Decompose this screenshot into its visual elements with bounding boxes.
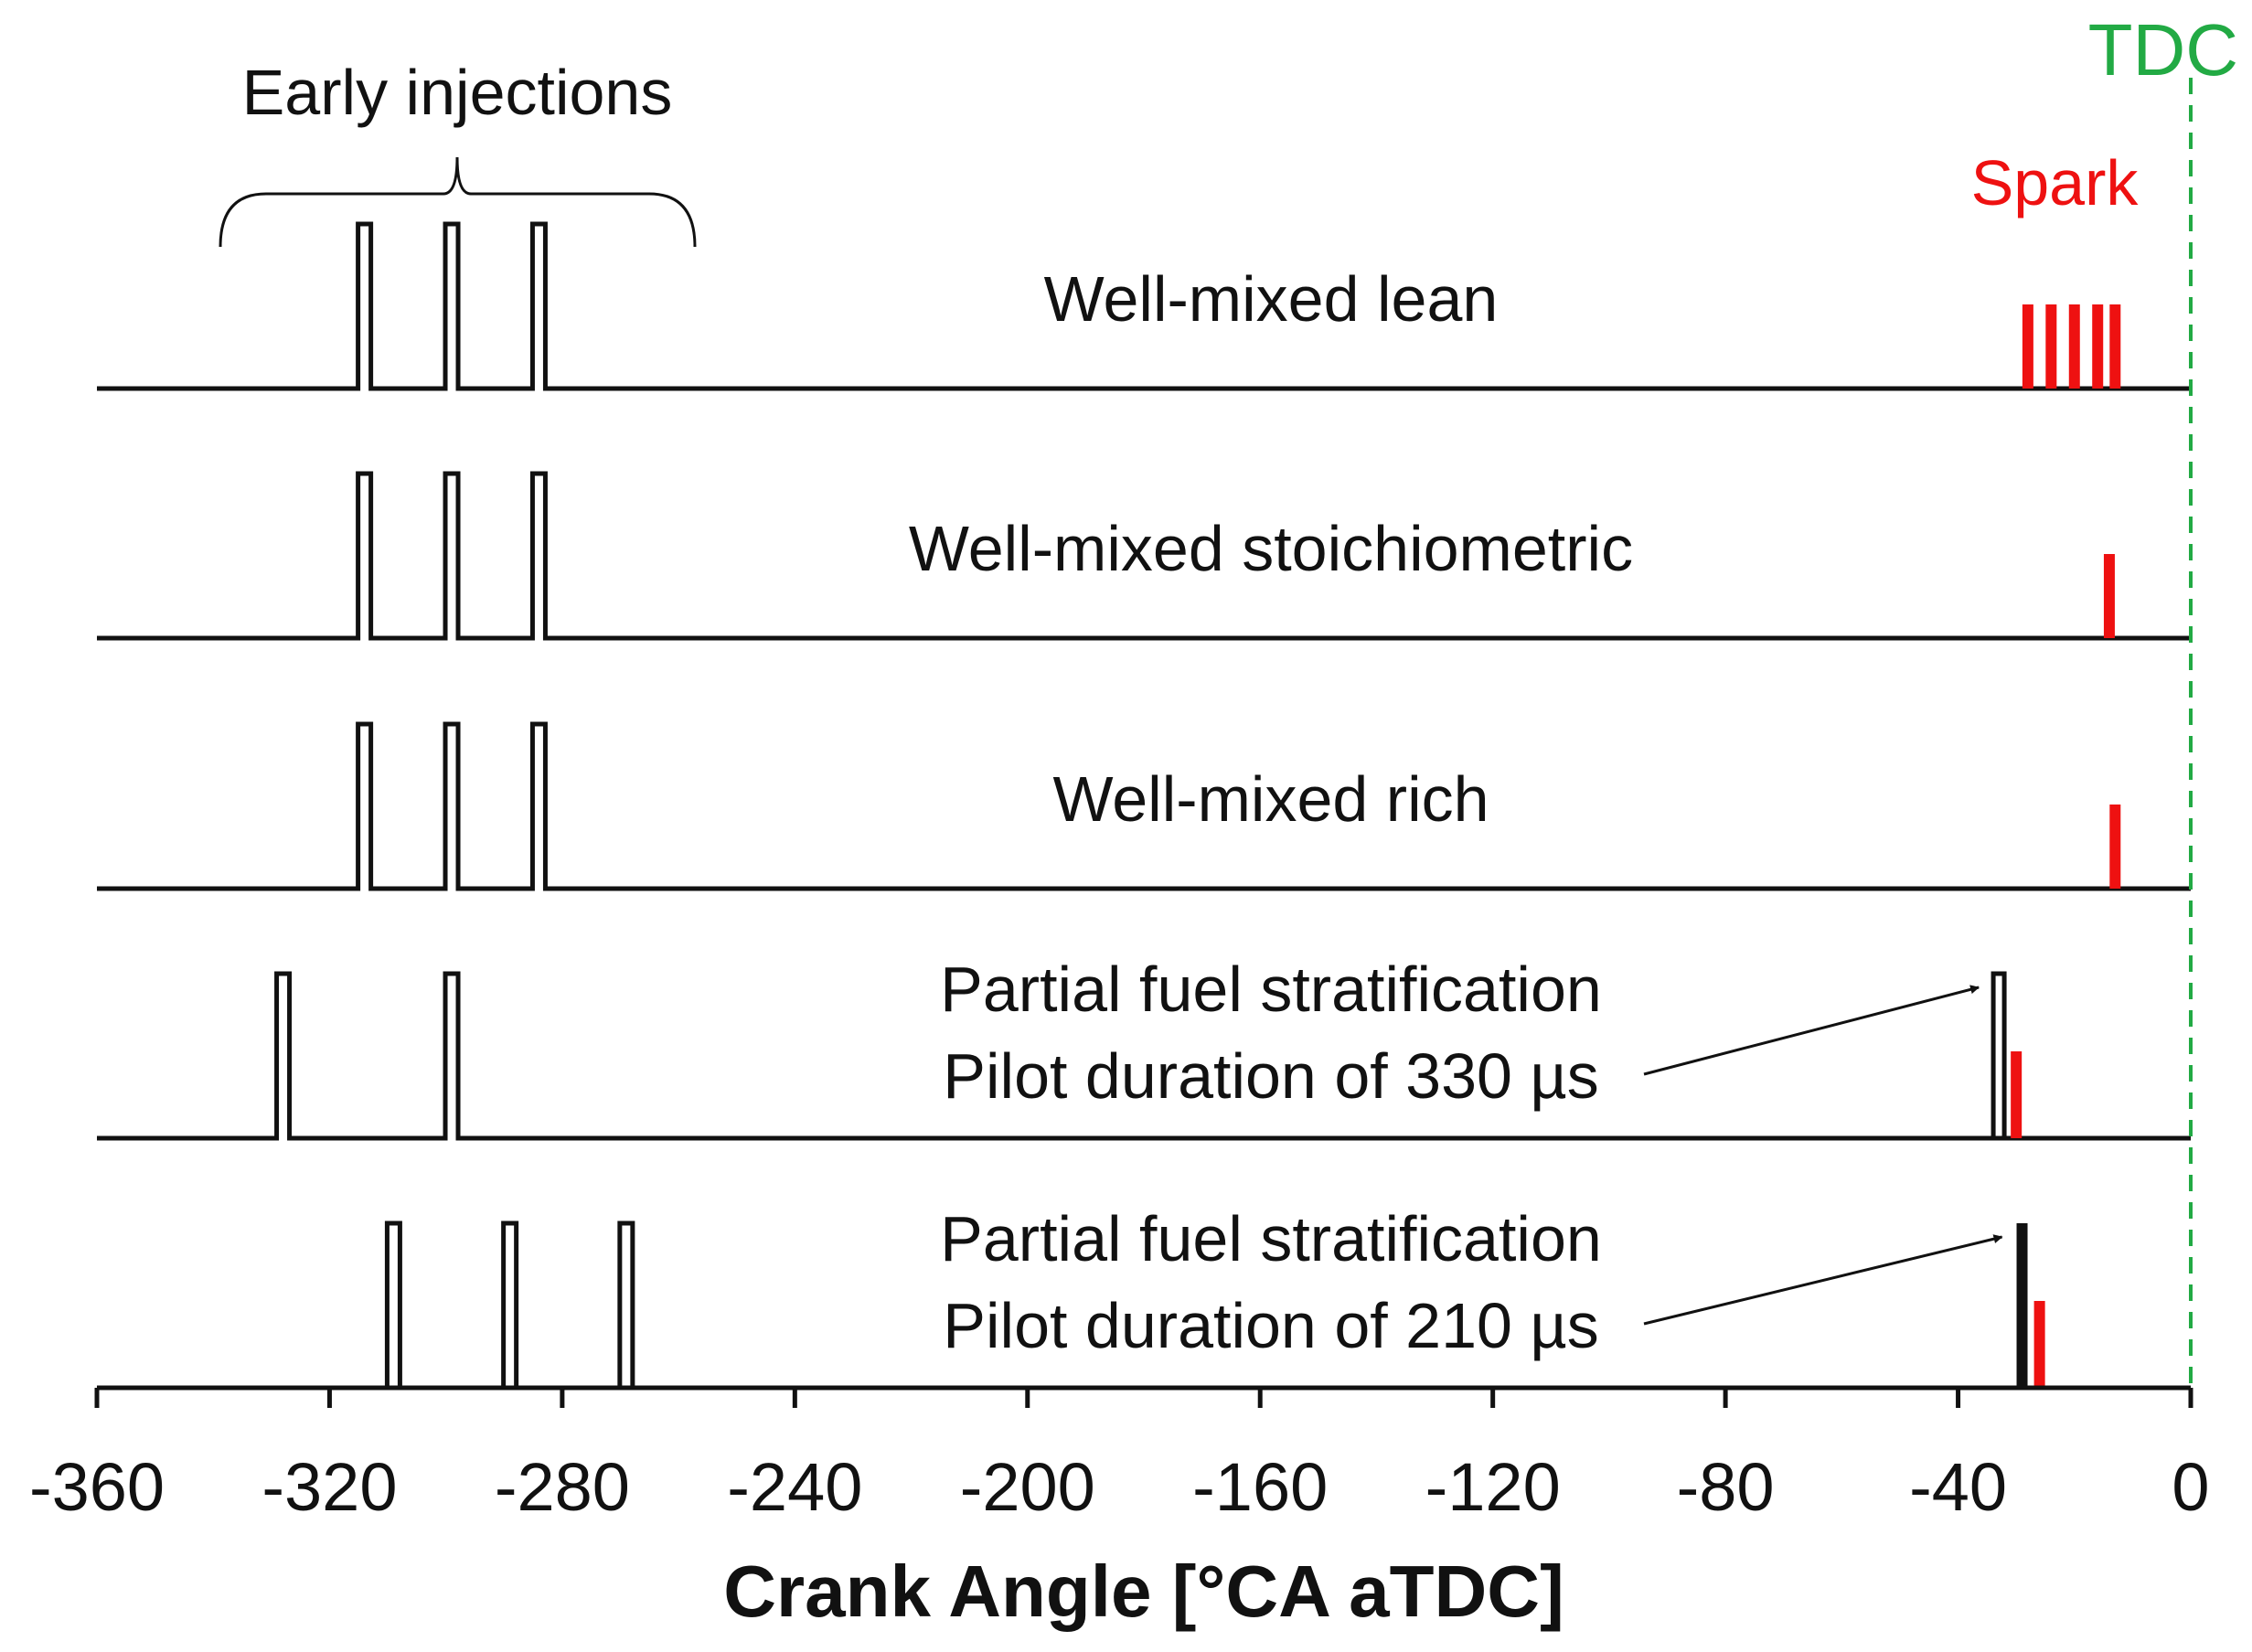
x-axis-tick-label: -360 bbox=[29, 1449, 165, 1525]
spark-mark bbox=[2033, 1301, 2045, 1388]
injection-trace bbox=[97, 221, 2191, 391]
spark-mark bbox=[2109, 805, 2121, 889]
spark-mark bbox=[2011, 1051, 2023, 1138]
early-injections-label: Early injections bbox=[242, 57, 673, 128]
early-injections-brace bbox=[219, 156, 697, 248]
x-axis-tick-label: -160 bbox=[1192, 1449, 1328, 1525]
x-axis-title: Crank Angle [°CA aTDC] bbox=[723, 1551, 1564, 1632]
spark-mark bbox=[2068, 304, 2080, 389]
pilot-injection bbox=[1991, 971, 2007, 1138]
x-axis-tick-label: -40 bbox=[1909, 1449, 2007, 1525]
row-label: Partial fuel stratification bbox=[940, 954, 1602, 1025]
row-label: Well-mixed stoichiometric bbox=[909, 513, 1633, 584]
pilot-arrow bbox=[1643, 985, 1980, 1076]
spark-mark bbox=[2103, 554, 2115, 638]
spark-mark bbox=[2109, 304, 2121, 389]
injection-trace bbox=[97, 471, 2191, 641]
injection-trace bbox=[97, 721, 2191, 891]
pilot-injection bbox=[2016, 1223, 2028, 1388]
spark-mark bbox=[2045, 304, 2057, 389]
timing-row: Well-mixed stoichiometric bbox=[97, 471, 2191, 641]
row-label: Well-mixed rich bbox=[1052, 763, 1489, 835]
injection-trace bbox=[97, 1220, 2191, 1391]
row-label: Pilot duration of 330 µs bbox=[943, 1040, 1598, 1112]
row-label: Pilot duration of 210 µs bbox=[943, 1290, 1598, 1361]
row-label: Partial fuel stratification bbox=[940, 1203, 1602, 1274]
x-axis-tick-label: -120 bbox=[1425, 1449, 1561, 1525]
row-label: Well-mixed lean bbox=[1044, 263, 1499, 335]
spark-mark bbox=[2022, 304, 2033, 389]
tdc-label: TDC bbox=[2088, 9, 2238, 91]
x-axis-tick-label: -320 bbox=[261, 1449, 397, 1525]
spark-label: Spark bbox=[1971, 147, 2140, 218]
pilot-arrow bbox=[1643, 1234, 2003, 1326]
injection-trace bbox=[97, 971, 2191, 1141]
x-axis-tick-label: -240 bbox=[727, 1449, 862, 1525]
timing-row: Well-mixed rich bbox=[97, 721, 2191, 891]
x-axis-tick-label: -200 bbox=[960, 1449, 1095, 1525]
x-axis-tick-label: -280 bbox=[495, 1449, 630, 1525]
x-axis-tick-label: 0 bbox=[2172, 1449, 2209, 1525]
x-axis-tick-label: -80 bbox=[1677, 1449, 1775, 1525]
timing-row: Well-mixed lean bbox=[97, 221, 2191, 391]
spark-mark bbox=[2092, 304, 2104, 389]
